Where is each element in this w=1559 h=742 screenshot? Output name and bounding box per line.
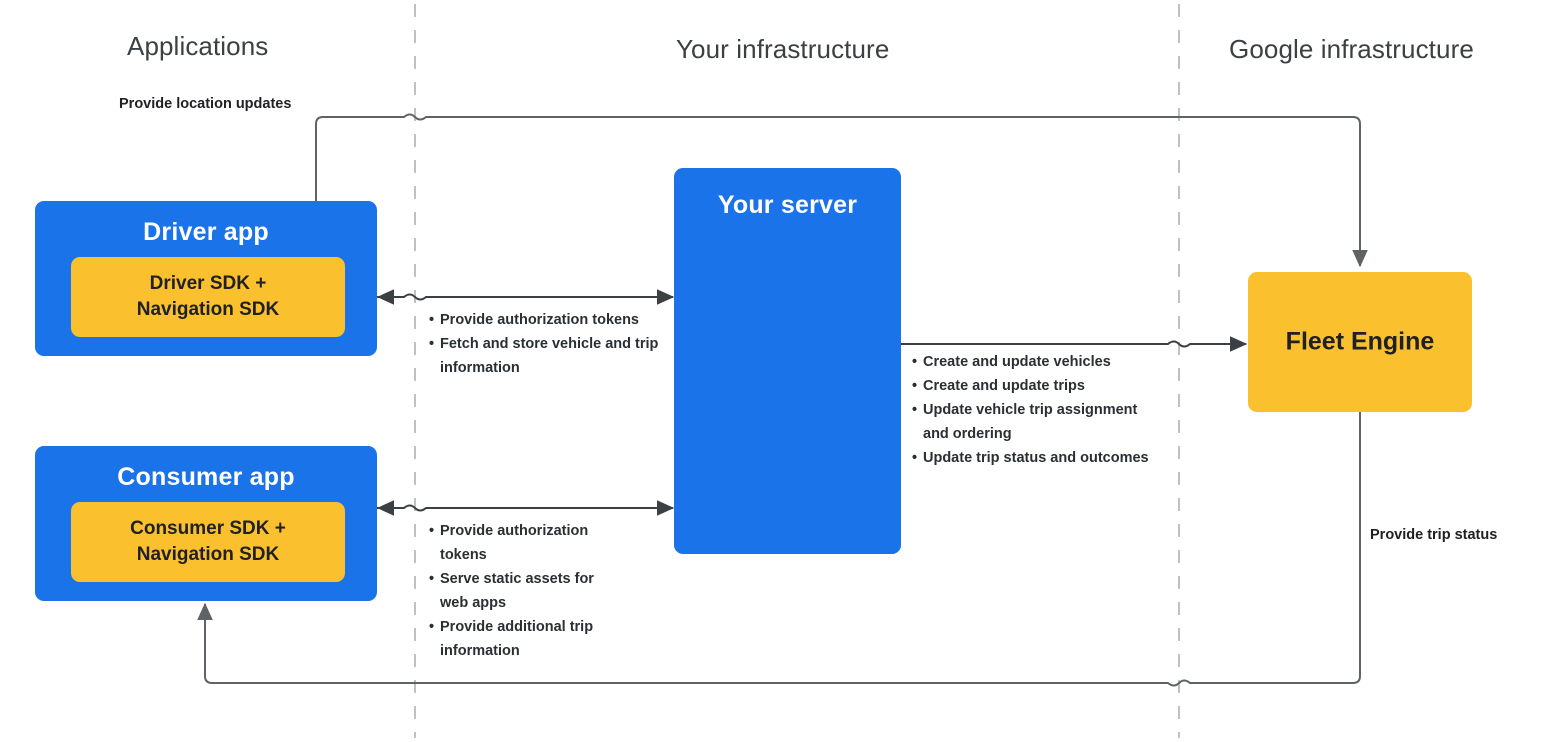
list-item: Create and update trips (912, 375, 1157, 399)
node-driver-app[interactable]: Driver app Driver SDK + Navigation SDK (35, 201, 377, 356)
bullets-driver-server: Provide authorization tokens Fetch and s… (429, 309, 659, 381)
edge-label-provide-trip-status: Provide trip status (1370, 527, 1498, 543)
zone-title-your-infrastructure: Your infrastructure (676, 34, 890, 64)
list-item: Provide authorization tokens (429, 520, 619, 568)
list-item: Create and update vehicles (912, 351, 1157, 375)
node-your-server-title: Your server (717, 191, 858, 219)
node-driver-sdk[interactable]: Driver SDK + Navigation SDK (71, 257, 345, 337)
node-consumer-sdk[interactable]: Consumer SDK + Navigation SDK (71, 502, 345, 582)
node-fleet-engine[interactable]: Fleet Engine (1248, 272, 1472, 412)
node-your-server[interactable]: Your server (674, 168, 901, 554)
node-driver-sdk-label: Driver SDK + Navigation SDK (136, 273, 280, 320)
list-item: Provide authorization tokens (429, 309, 659, 333)
list-item: Update trip status and outcomes (912, 447, 1157, 471)
edge-consumer-server (376, 500, 675, 516)
node-consumer-app-title: Consumer app (117, 463, 295, 491)
zone-title-google-infrastructure: Google infrastructure (1229, 34, 1474, 64)
bullets-server-fleet: Create and update vehicles Create and up… (912, 351, 1157, 471)
list-item: Fetch and store vehicle and trip informa… (429, 333, 659, 381)
edge-label-provide-location-updates: Provide location updates (119, 96, 292, 112)
list-item: Serve static assets for web apps (429, 568, 619, 616)
list-item: Provide additional trip information (429, 616, 619, 664)
node-driver-app-title: Driver app (143, 218, 269, 246)
zone-title-applications: Applications (127, 31, 269, 61)
node-fleet-engine-title: Fleet Engine (1285, 327, 1435, 356)
bullets-consumer-server: Provide authorization tokens Serve stati… (429, 520, 619, 664)
edge-server-fleet (901, 336, 1248, 352)
list-item: Update vehicle trip assignment and order… (912, 399, 1157, 447)
node-consumer-app[interactable]: Consumer app Consumer SDK + Navigation S… (35, 446, 377, 601)
edge-driver-server (376, 289, 675, 305)
node-consumer-sdk-label: Consumer SDK + Navigation SDK (130, 518, 286, 565)
